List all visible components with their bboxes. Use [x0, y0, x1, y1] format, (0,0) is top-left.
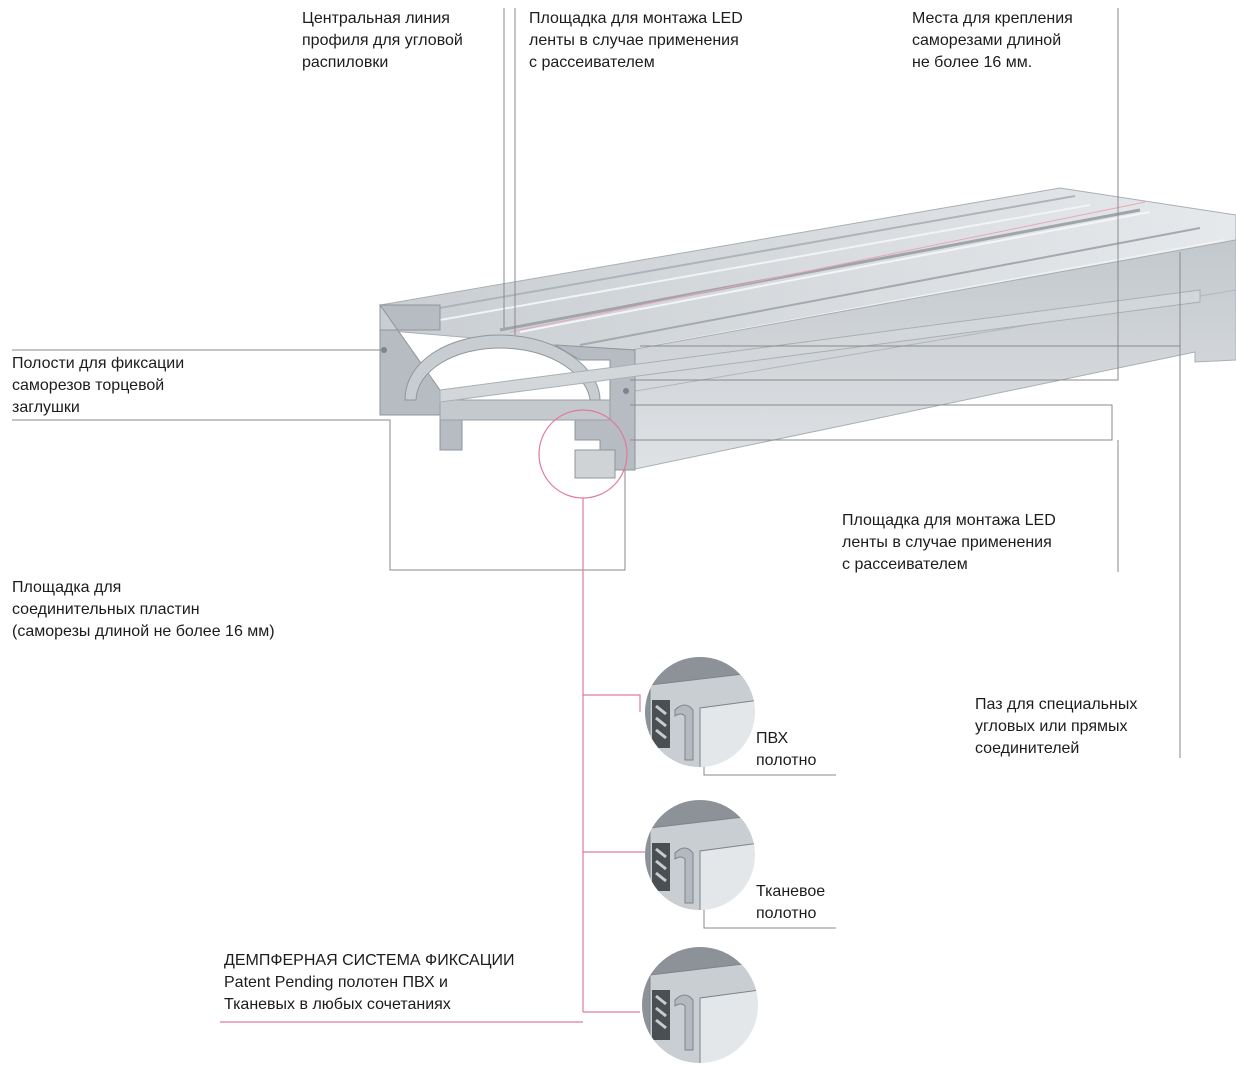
label-line: саморезов торцевой [12, 377, 165, 394]
label-line: соединителей [975, 740, 1080, 757]
label-line: распиловки [302, 54, 389, 71]
label-fabric: Тканевое полотно [756, 881, 825, 925]
label-screw-places: Места для крепления саморезами длиной не… [912, 8, 1073, 74]
leader-detail-1 [583, 694, 641, 712]
profile-rib [519, 211, 1151, 333]
label-line: профиля для угловой [302, 32, 463, 49]
label-line: не более 16 мм. [912, 54, 1033, 71]
label-line: Площадка для монтажа LED [842, 512, 1056, 529]
profile-rib [439, 204, 1091, 321]
label-line: Тканевое [756, 883, 826, 900]
label-line: угловых или прямых [975, 718, 1128, 735]
label-line: заглушки [12, 399, 80, 416]
label-line: (саморезы длиной не более 16 мм) [12, 623, 275, 640]
label-line: ленты в случае применения [842, 534, 1052, 551]
profile-clip [574, 449, 616, 479]
detail-disc-damper [642, 947, 758, 1063]
leader-cavities-bottom [12, 419, 626, 571]
leader-led-pad-right [630, 404, 1113, 441]
profile-rib [399, 195, 1076, 316]
label-line: Паз для специальных [975, 696, 1138, 713]
label-cavities: Полости для фиксации саморезов торцевой … [12, 353, 184, 419]
leader-screw-places [630, 8, 1119, 381]
label-pvc: ПВХ полотно [756, 728, 816, 772]
profile-rib [499, 208, 1141, 332]
label-line: Площадка для [12, 579, 122, 596]
leader-lines [12, 8, 1181, 929]
detail-leaders [220, 498, 645, 1023]
label-connector-pad: Площадка для соединительных пластин (сам… [12, 577, 275, 643]
label-line: Центральная линия [302, 10, 450, 27]
label-groove: Паз для специальных угловых или прямых с… [975, 694, 1137, 760]
led-pad-line [509, 201, 1146, 333]
label-line: Места для крепления [912, 10, 1073, 27]
profile-rib [579, 227, 1201, 346]
label-line: ленты в случае применения [529, 32, 739, 49]
detail-disc-fabric [645, 800, 755, 910]
label-line: ПВХ [756, 730, 789, 747]
label-line: полотно [756, 905, 817, 922]
label-line: с рассеивателем [842, 556, 968, 573]
profile-base [439, 399, 611, 421]
label-line: соединительных пластин [12, 601, 200, 618]
label-line: Полости для фиксации [12, 355, 185, 372]
label-line: Patent Pending полотен ПВХ и [224, 974, 448, 991]
label-led-pad-right: Площадка для монтажа LED ленты в случае … [842, 510, 1056, 576]
label-line: Тканевых в любых сочетаниях [224, 996, 451, 1013]
label-line: полотно [756, 752, 817, 769]
label-line: с рассеивателем [529, 54, 655, 71]
label-led-pad-top: Площадка для монтажа LED ленты в случае … [529, 8, 743, 74]
label-damper: ДЕМПФЕРНАЯ СИСТЕМА ФИКСАЦИИ Patent Pendi… [224, 950, 515, 1016]
label-center-line: Центральная линия профиля для угловой ра… [302, 8, 463, 74]
detail-disc-pvc [645, 657, 755, 767]
label-line: саморезами длиной [912, 32, 1062, 49]
aluminium-profile [379, 187, 1236, 479]
label-line: Площадка для монтажа LED [529, 10, 743, 27]
label-line: ДЕМПФЕРНАЯ СИСТЕМА ФИКСАЦИИ [224, 952, 515, 969]
screw-cavity [623, 388, 629, 394]
